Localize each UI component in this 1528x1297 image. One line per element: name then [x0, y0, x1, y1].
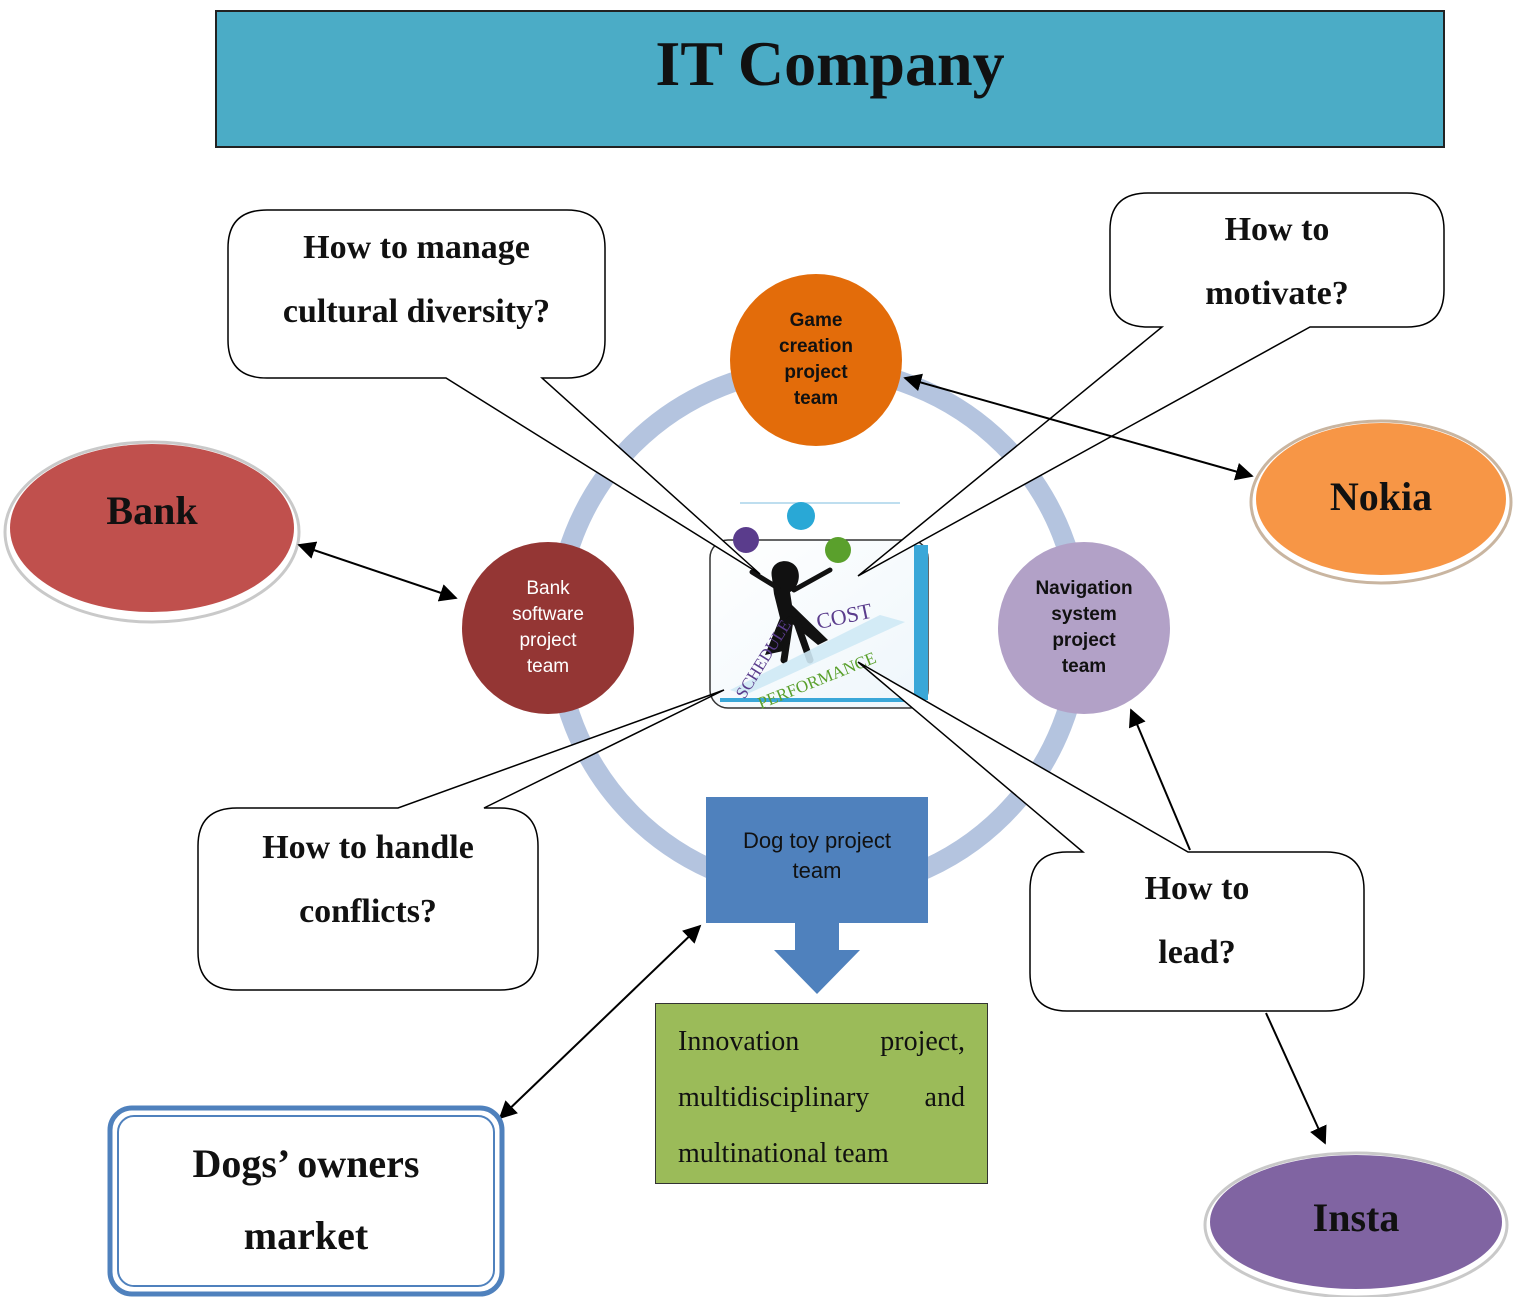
- dogs-owners-connector-arrow: [498, 924, 702, 1120]
- motivate-line-1: How to: [1224, 211, 1330, 248]
- dog-toy-team-label: Dog toy project team: [706, 826, 928, 894]
- cultural-line-2: cultural diversity?: [282, 293, 551, 330]
- nokia-oval: [1249, 419, 1513, 585]
- navigation-team-line: Navigation: [1035, 578, 1133, 599]
- dog-toy-line: Dog toy project: [743, 828, 891, 853]
- game-team-line: team: [793, 388, 839, 409]
- motivate-line-2: motivate?: [1205, 275, 1349, 312]
- conflicts-callout-text: How to handle conflicts?: [198, 816, 538, 944]
- conflicts-line-2: conflicts?: [299, 893, 437, 930]
- cultural-callout-bubble: [227, 209, 761, 575]
- page-title: IT Company: [215, 10, 1445, 148]
- lead-callout-bubble: [857, 661, 1365, 1012]
- insta-oval: [1203, 1151, 1509, 1297]
- navigation-team-line: team: [1061, 656, 1107, 677]
- lead-line-2: lead?: [1158, 934, 1236, 971]
- motivate-callout-text: How to motivate?: [1110, 198, 1444, 326]
- dogs-owners-line-1: Dogs’ owners: [192, 1141, 420, 1186]
- game-team-line: creation: [779, 336, 853, 357]
- game-team-circle: [730, 274, 902, 446]
- nokia-connector-arrow: [903, 373, 1254, 481]
- dogs-owners-line-2: market: [243, 1213, 369, 1258]
- dogs-owners-frame: [107, 1105, 505, 1297]
- navigation-team-circle: [998, 542, 1170, 714]
- game-team-line: project: [784, 362, 848, 383]
- game-team-line: Game: [789, 310, 843, 331]
- bank-team-line: Bank: [526, 578, 570, 599]
- cultural-line-1: How to manage: [303, 229, 530, 266]
- dog-toy-team-box: [706, 797, 928, 923]
- bank-team-line: team: [526, 656, 570, 677]
- cultural-callout-text: How to manage cultural diversity?: [228, 216, 605, 344]
- bank-team-line: project: [519, 630, 577, 651]
- bank-team-line: software: [512, 604, 584, 625]
- navigation-team-label: Navigation system project team: [1014, 563, 1154, 693]
- dog-toy-line: team: [792, 858, 842, 883]
- navigation-connector-arrow: [1128, 708, 1191, 851]
- insta-connector-arrow: [1265, 1012, 1327, 1145]
- navigation-team-line: system: [1051, 604, 1117, 625]
- navigation-team-line: project: [1052, 630, 1116, 651]
- insta-label: Insta: [1312, 1194, 1400, 1240]
- bank-ext-oval: [3, 440, 301, 624]
- nokia-label: Nokia: [1329, 473, 1433, 519]
- bank-connector-arrow: [297, 541, 458, 602]
- innovation-box: Innovation project, multidisciplinary an…: [655, 1003, 988, 1184]
- conflicts-line-1: How to handle: [262, 829, 474, 866]
- game-team-label: Game creation project team: [746, 295, 886, 425]
- juggler-graphic: COST SCHEDULE PERFORMANCE: [709, 502, 929, 713]
- lead-callout-text: How to lead?: [1030, 857, 1364, 985]
- bank-team-circle: [462, 542, 634, 714]
- down-arrow-icon: [774, 923, 860, 994]
- bank-team-label: Bank software project team: [478, 563, 618, 693]
- bank-ext-label: Bank: [106, 487, 198, 533]
- lead-line-1: How to: [1144, 870, 1250, 907]
- dogs-owners-label: Dogs’ owners market: [118, 1122, 494, 1278]
